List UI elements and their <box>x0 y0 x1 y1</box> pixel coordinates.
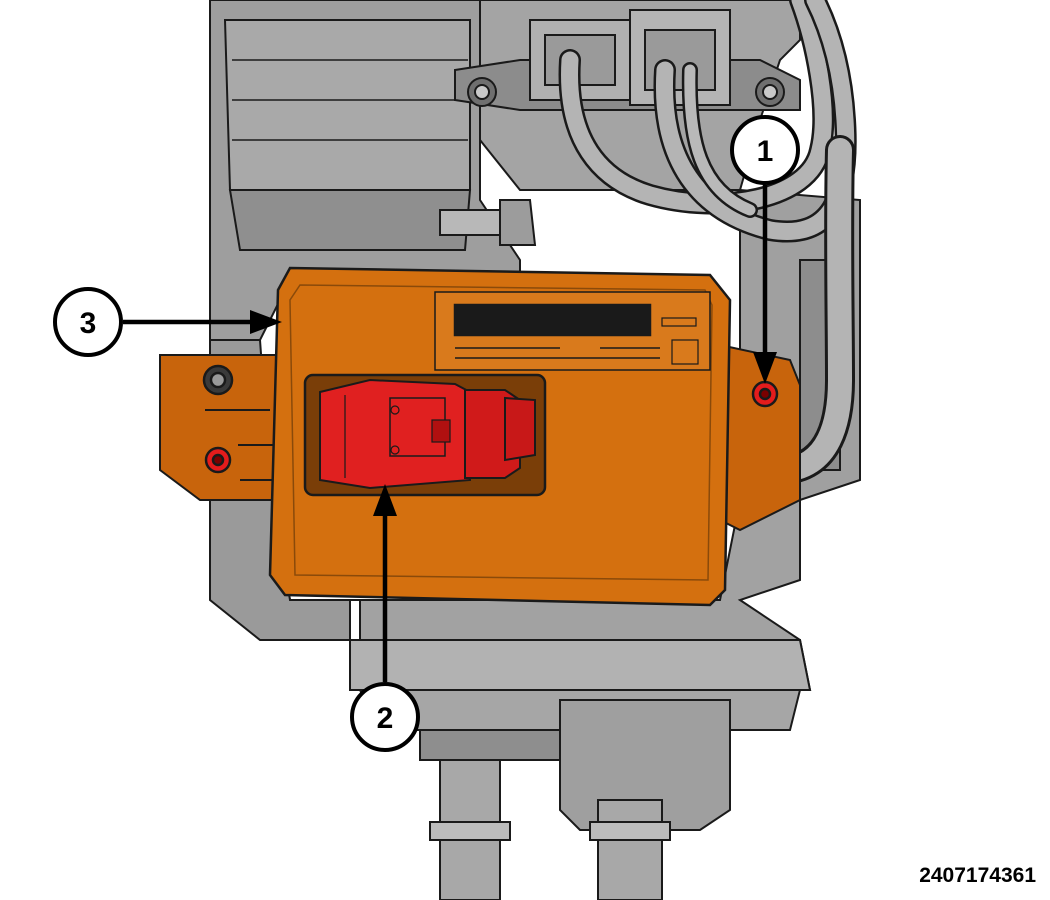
fastener-right-icon <box>751 380 779 408</box>
callout-2-label: 2 <box>377 702 394 735</box>
bolt-left-upper-icon <box>202 364 234 396</box>
figure-id-label: 2407174361 <box>919 864 1036 887</box>
fastener-left-lower-icon <box>204 446 232 474</box>
background-housing <box>209 0 861 900</box>
callout-1-label: 1 <box>757 135 774 168</box>
callout-1: 1 <box>730 115 800 384</box>
callout-3: 3 <box>53 287 282 357</box>
electrical-connector <box>319 378 536 490</box>
callout-2: 2 <box>350 484 420 752</box>
mounting-bracket <box>159 343 801 532</box>
callout-3-label: 3 <box>80 307 97 340</box>
